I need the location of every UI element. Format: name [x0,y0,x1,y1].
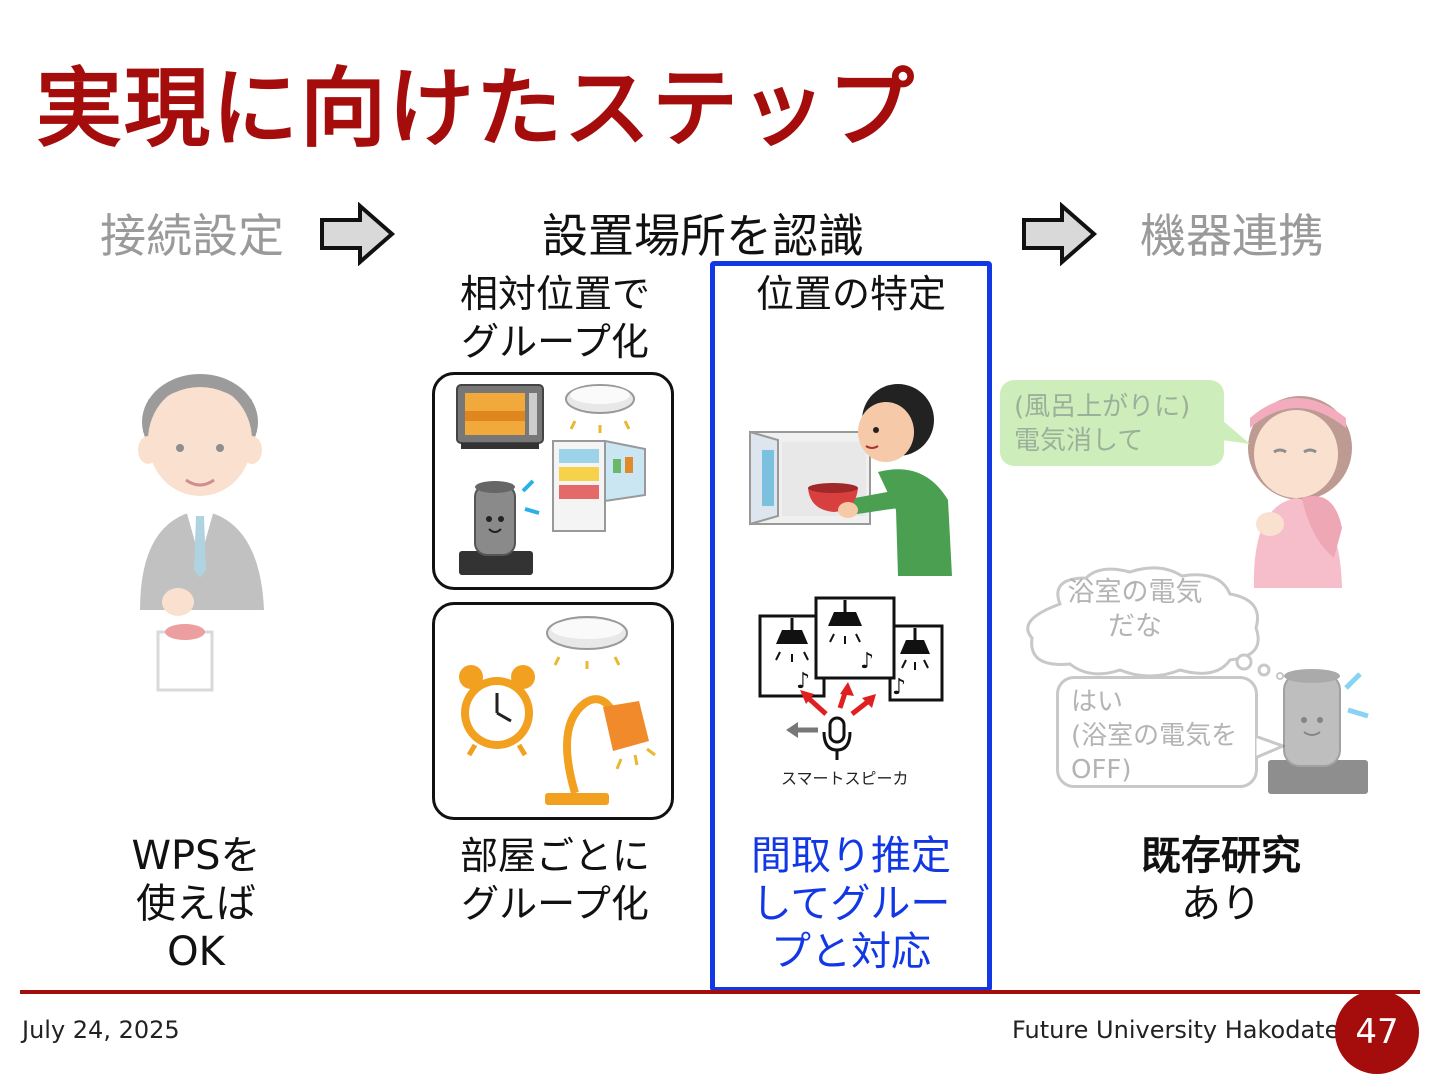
bubble-line: はい [1071,687,1124,717]
wps-note: WPSを 使えば OK [126,832,266,976]
bubble-line: (風呂上がりに) [1014,392,1191,422]
voice-request-bubble: (風呂上がりに) 電気消して [1000,380,1224,466]
caption-line: 相対位置で [459,272,650,316]
thought-dots [1235,653,1284,680]
svg-text:♪: ♪ [796,669,810,694]
smart-speaker-icon [459,479,540,575]
ceiling-light-icon [546,616,628,669]
caption-line: グループ化 [461,882,649,926]
room-card-icon: ♪ [814,596,896,680]
caption-line: 間取り推定 [751,833,951,879]
alarm-clock-icon [459,665,535,757]
arrow-right-icon [1022,202,1098,266]
footer-organization: Future University Hakodate [1012,1016,1340,1044]
svg-text:♪: ♪ [860,649,874,674]
caption-line: グループ化 [461,320,649,364]
businessman-button-illustration [138,374,264,692]
bubble-line: 電気消して [1014,426,1144,456]
room-sound-diagram: ♪ ♪ ♪ [758,596,944,760]
arrow-right-icon [320,202,396,266]
relative-position-caption: 相対位置で グループ化 [440,270,670,366]
step-connection-setup: 接続設定 [100,209,284,263]
microphone-icon [822,716,852,760]
location-identify-caption: 位置の特定 [755,272,946,316]
caption-line: 部屋ごとに [459,834,650,878]
room-card-icon: ♪ [758,614,826,698]
floorplan-estimation-caption: 間取り推定 してグルー プと対応 [715,832,987,976]
bubble-line: OFF) [1071,755,1132,785]
wps-note-line: OK [167,929,225,975]
smart-speaker-label: スマートスピーカ [781,769,909,788]
woman-after-bath-illustration [1248,396,1352,588]
oven-icon [456,384,544,449]
room-devices-illustration [459,616,656,805]
room-group-caption: 部屋ごとに グループ化 [440,832,670,928]
thought-cloud [1026,566,1260,678]
wps-note-line: WPSを [131,833,261,879]
slide-title: 実現に向けたステップ [36,59,916,159]
existing-research-note: 既存研究 あり [1126,832,1316,928]
refrigerator-icon [552,439,646,532]
thought-line: 浴室の電気 [1067,577,1203,608]
page-number: 47 [1355,1012,1399,1052]
room-devices-group [432,602,674,820]
footer-divider [20,990,1420,994]
existing-research-label: 既存研究 [1141,833,1301,879]
speaker-reply-bubble: はい (浴室の電気を OFF) [1056,676,1258,788]
svg-text:♪: ♪ [892,675,906,700]
footer-date: July 24, 2025 [22,1016,180,1044]
step-location-recognition: 設置場所を認識 [542,209,864,263]
bubble-tail [1255,736,1285,760]
microwave-person-illustration [749,384,952,576]
ceiling-light-icon [565,384,635,433]
highlight-box [710,261,992,992]
kitchen-devices-illustration [456,384,646,575]
caption-line: してグルー [751,881,951,927]
bubble-line: (浴室の電気を [1071,721,1238,751]
smart-speaker-icon [1268,669,1369,794]
page-number-badge: 47 [1335,990,1419,1074]
kitchen-devices-group [432,372,674,590]
existing-research-value: あり [1181,881,1261,927]
thought-text: 浴室の電気 だな [1050,576,1220,644]
wps-note-line: 使えば [136,881,256,927]
caption-line: プと対応 [771,929,931,975]
desk-lamp-icon [545,695,656,805]
room-card-icon: ♪ [888,624,944,702]
thought-line: だな [1108,611,1162,642]
step-device-cooperation: 機器連携 [1140,209,1324,263]
bubble-tail [1222,420,1250,444]
